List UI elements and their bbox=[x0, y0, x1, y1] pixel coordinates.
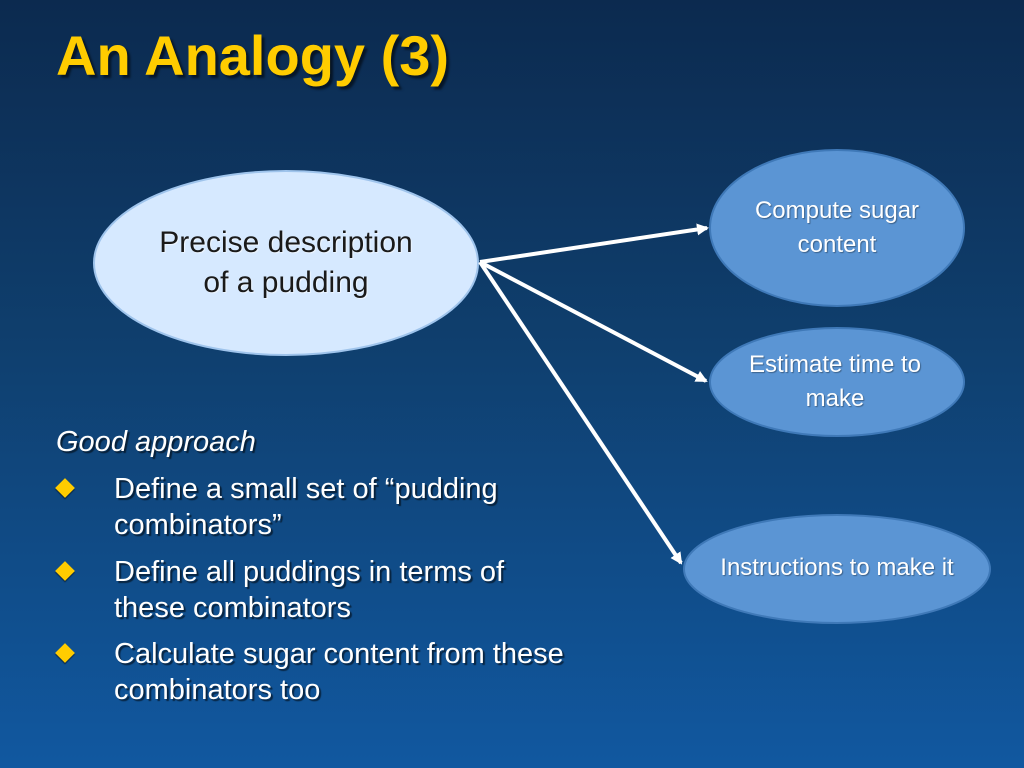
approach-section: Good approach Define a small set of “pud… bbox=[55, 426, 596, 719]
target-label-instructions: Instructions to make it bbox=[720, 554, 954, 582]
diamond-bullet-icon bbox=[55, 643, 75, 663]
target-label-time: Estimate time to make bbox=[748, 351, 922, 412]
source-bubble bbox=[93, 170, 479, 356]
target-bubble-sugar bbox=[709, 149, 965, 307]
diamond-bullet-icon bbox=[55, 478, 75, 498]
bullet-item: Define all puddings in terms of these co… bbox=[55, 554, 574, 627]
target-bubble-time bbox=[709, 327, 965, 437]
arrow-to-time bbox=[479, 260, 708, 383]
bullet-text: Calculate sugar content from these combi… bbox=[114, 638, 564, 707]
target-bubble-instructions bbox=[683, 514, 991, 624]
arrow-to-sugar bbox=[479, 223, 709, 264]
slide-title: An Analogy (3) bbox=[56, 24, 450, 87]
target-label-sugar: Compute sugar content bbox=[754, 197, 920, 258]
bullet-item: Define a small set of “pudding combinato… bbox=[55, 471, 574, 544]
approach-heading: Good approach bbox=[56, 426, 256, 458]
source-bubble-label: Precise description of a pudding bbox=[159, 226, 413, 299]
bullet-item: Calculate sugar content from these combi… bbox=[55, 636, 574, 709]
bullet-text: Define all puddings in terms of these co… bbox=[114, 555, 505, 624]
arrow-to-instructions bbox=[478, 260, 683, 565]
bullet-text: Define a small set of “pudding combinato… bbox=[114, 473, 498, 542]
diamond-bullet-icon bbox=[55, 560, 75, 581]
